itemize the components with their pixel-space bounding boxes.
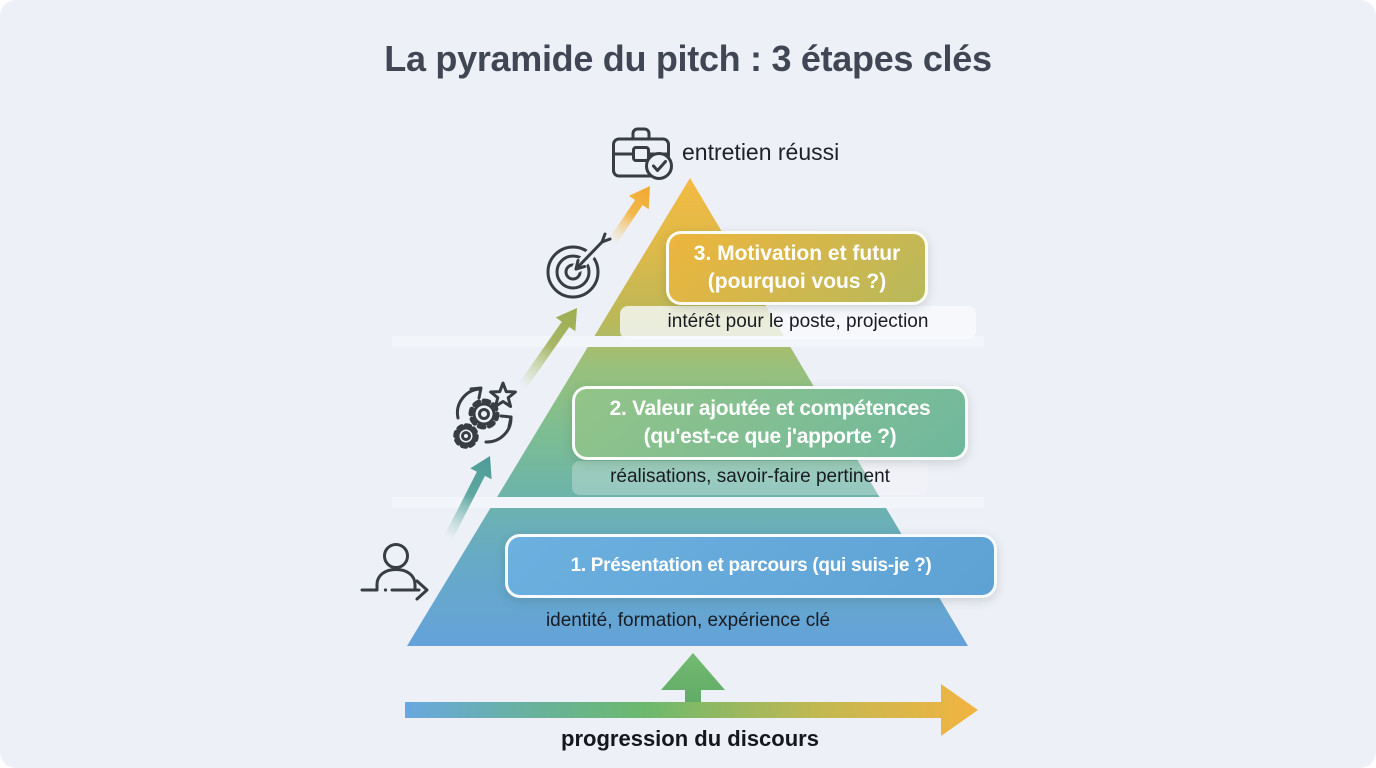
- caption-2-backing: [572, 461, 928, 495]
- caption-3-backing: [620, 306, 976, 339]
- level-2-caption: réalisations, savoir-faire pertinent: [610, 466, 890, 487]
- level-1-box: 1. Présentation et parcours (qui suis-je…: [505, 534, 997, 598]
- ascending-arrow-1: [444, 456, 492, 541]
- gears-star-icon: [453, 381, 517, 449]
- outcome-label: entretien réussi: [682, 139, 840, 165]
- target-icon: [546, 232, 612, 299]
- level-3-box: 3. Motivation et futur (pourquoi vous ?): [666, 231, 928, 305]
- level-3-label-line1: 3. Motivation et futur: [693, 241, 901, 265]
- level-2-label-line2: (qu'est-ce que j'apporte ?): [643, 425, 897, 448]
- progress-arrow: [405, 653, 978, 736]
- level-1-caption: identité, formation, expérience clé: [545, 610, 831, 631]
- level-2-box: 2. Valeur ajoutée et compétences (qu'est…: [572, 386, 968, 460]
- ascending-arrow-2: [518, 308, 577, 390]
- level-1-label-line1: 1. Présentation et parcours (qui suis-je…: [570, 555, 932, 576]
- band-gap-top: [392, 336, 984, 347]
- briefcase-check-icon: [612, 127, 673, 180]
- progress-axis-label: progression du discours: [561, 726, 819, 751]
- page-title: La pyramide du pitch : 3 étapes clés: [384, 38, 992, 79]
- level-3-caption: intérêt pour le poste, projection: [667, 311, 929, 332]
- ascending-arrow-3: [608, 186, 650, 245]
- level-2-label-line1: 2. Valeur ajoutée et compétences: [609, 396, 931, 420]
- level-3-label-line2: (pourquoi vous ?): [707, 270, 887, 293]
- band-gap-bottom: [392, 497, 984, 508]
- person-arrow-icon: [360, 543, 429, 601]
